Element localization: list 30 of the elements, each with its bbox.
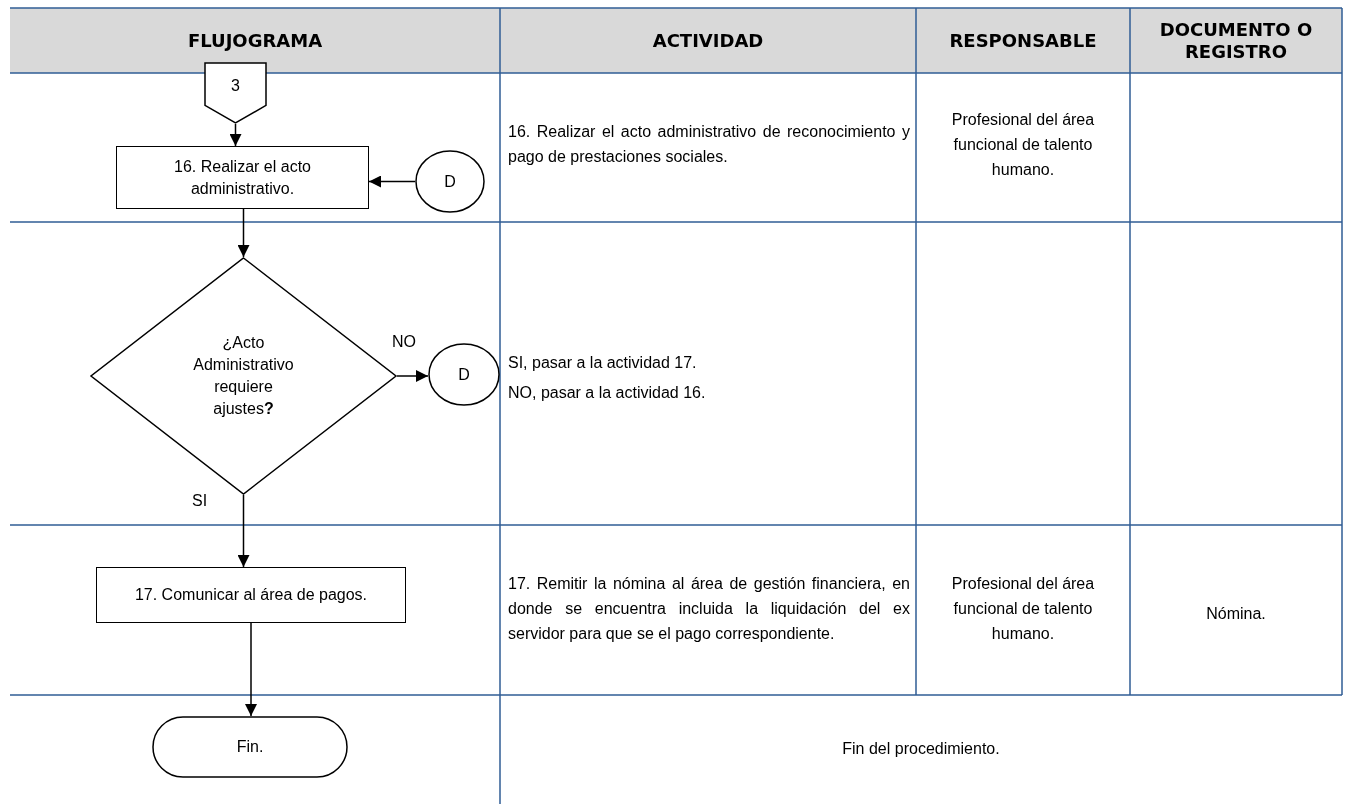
node-text: D (458, 364, 470, 385)
process-box (96, 567, 406, 623)
node-text: 17. Comunicar al área de pagos. (133, 585, 369, 605)
process-box (116, 146, 369, 209)
node-text: D (444, 171, 456, 192)
arrow (245, 622, 257, 717)
activity-text: NO, pasar a la actividad 16. (508, 382, 707, 403)
responsible-text: Profesional del área funcional de talento humano. (950, 109, 1096, 180)
node-text: 16. Realizar el acto administrativo. (173, 156, 312, 199)
activity-text: 16. Realizar el acto administrativo de reconocimiento y pago de prestaciones sociales. (508, 122, 910, 167)
column-header: DOCUMENTO O REGISTRO (1158, 18, 1314, 63)
arrow (368, 175, 416, 188)
column-header: FLUJOGRAMA (187, 29, 323, 52)
column-header: RESPONSABLE (949, 29, 1097, 52)
off-page-connector (204, 62, 267, 124)
connector-circle (428, 343, 500, 406)
connector-circle (415, 150, 485, 213)
activity-text: Fin del procedimiento. (842, 738, 1000, 759)
arrow (229, 123, 242, 147)
arrow (237, 208, 250, 258)
responsible-text: Profesional del área funcional de talento humano. (950, 573, 1096, 644)
column-header: ACTIVIDAD (652, 29, 764, 52)
activity-text: 17. Remitir la nómina al área de gestión financiera, en donde se encuentra incluida la liquidación del ex servidor para que se el pago correspondiente. (508, 573, 910, 644)
node-text: Fin. (236, 737, 264, 757)
arrow (237, 494, 250, 568)
node-text: ¿Acto Administrativo requiere ajustes? (192, 333, 295, 419)
activity-text: SI, pasar a la actividad 17. (508, 352, 698, 373)
arrow (396, 370, 429, 382)
node-text: 3 (231, 76, 240, 96)
document-text: Nómina. (1206, 603, 1266, 624)
